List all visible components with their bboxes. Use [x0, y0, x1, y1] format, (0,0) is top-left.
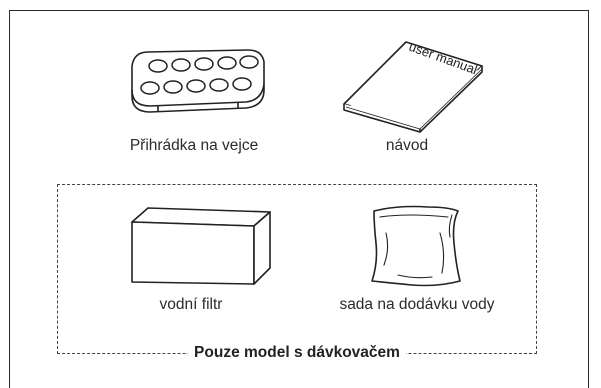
page-frame: [9, 10, 589, 388]
water-filter-icon: [131, 207, 271, 285]
dispenser-only-caption: Pouze model s dávkovačem: [188, 344, 406, 362]
water-kit-label: sada na dodávku vody: [339, 296, 495, 313]
water-filter-label: vodní filtr: [159, 296, 223, 313]
egg-tray-label: Přihrádka na vejce: [129, 137, 259, 154]
user-manual-icon: user manual: [343, 39, 483, 133]
water-kit-bag-icon: [371, 205, 461, 287]
egg-tray-icon: [131, 49, 265, 113]
manual-label: návod: [385, 137, 429, 154]
